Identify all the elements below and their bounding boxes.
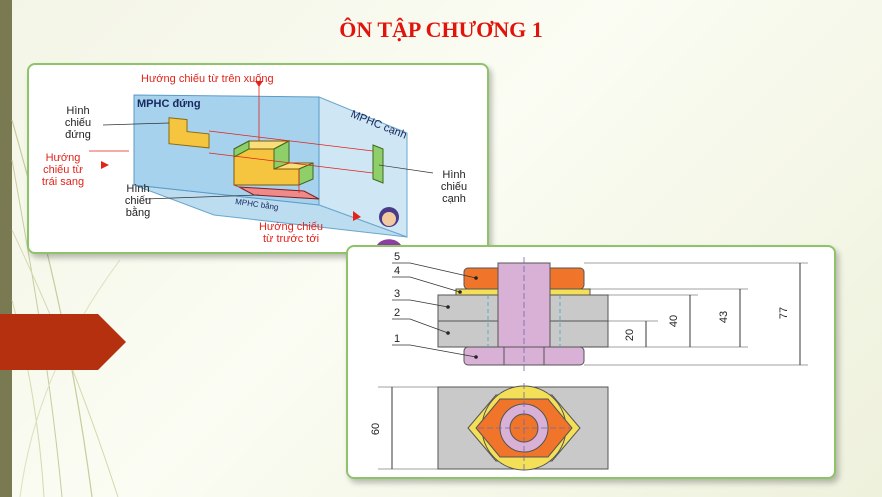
dimension-60: 60 [370,422,383,436]
part-number-4: 4 [394,265,401,277]
dimension-43: 43 [718,310,731,324]
part-number-5: 5 [394,251,401,263]
label-direction-top: Hướng chiếu từ trên xuống [141,73,274,85]
label-mphc-dung: MPHC đứng [137,98,201,110]
left-accent-bar [0,0,12,497]
slide-title: ÔN TẬP CHƯƠNG 1 [339,17,543,42]
label-huong-chieu-trai: Hướng chiếu từ trái sang [41,152,85,188]
dimension-77: 77 [778,306,791,320]
dimension-20: 20 [624,328,637,342]
part-number-3: 3 [394,288,401,300]
label-hinh-chieu-dung: Hình chiếu đứng [64,105,92,141]
dimension-40: 40 [668,314,681,328]
label-hinh-chieu-bang: Hình chiếu bằng [124,183,152,219]
red-arrow-tab [0,314,126,370]
bolt-assembly-card: 5 4 3 2 1 20 40 43 77 60 [346,245,836,479]
projection-diagram-card: Hướng chiếu từ trên xuống MPHC đứng MPHC… [27,63,489,254]
label-hinh-chieu-canh: Hình chiếu cạnh [440,169,468,205]
label-huong-chieu-truoc: Hướng chiếu từ trước tới [258,221,324,245]
part-number-1: 1 [394,333,401,345]
part-number-2: 2 [394,307,401,319]
projection-diagram [89,81,434,252]
bolt-assembly-drawing [378,257,808,473]
